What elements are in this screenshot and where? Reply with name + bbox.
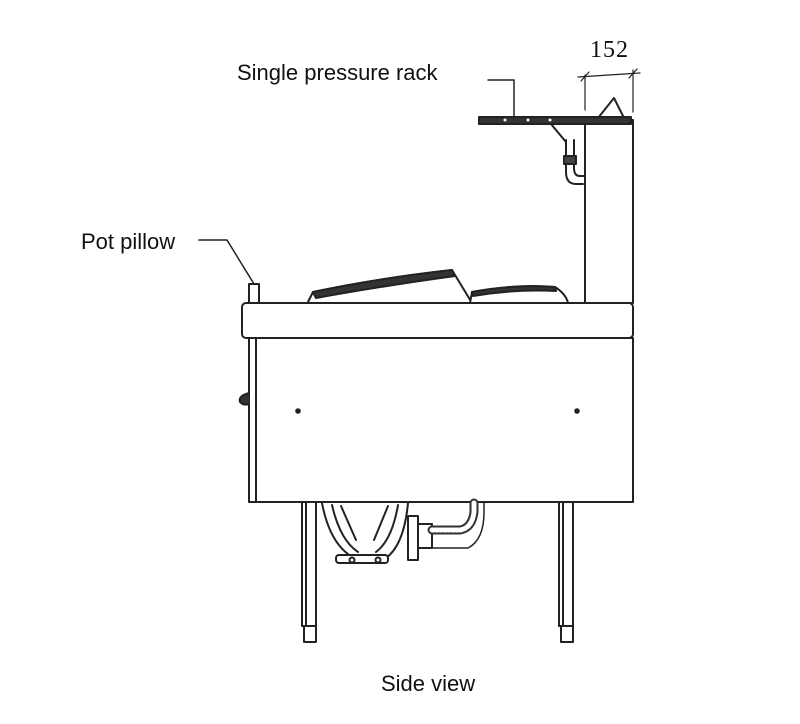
pressure-rack-label: Single pressure rack xyxy=(237,60,438,85)
pressure-rack-shelf xyxy=(478,116,632,125)
burner-assembly xyxy=(321,498,485,564)
diagram-caption: Side view xyxy=(381,671,476,696)
pot-pillow-label: Pot pillow xyxy=(81,229,176,254)
dimension-152 xyxy=(577,68,641,113)
back-upright-panel xyxy=(584,97,634,304)
cabinet-body xyxy=(238,337,634,503)
rack-leader-line xyxy=(487,79,515,118)
leg-right xyxy=(558,501,574,643)
pot-pillow-peg xyxy=(198,239,260,304)
faucet xyxy=(550,123,586,185)
counter-top xyxy=(241,302,634,339)
leg-left xyxy=(301,501,317,643)
wok-left xyxy=(307,269,473,304)
dimension-label: 152 xyxy=(590,37,629,63)
wok-right xyxy=(469,285,569,304)
